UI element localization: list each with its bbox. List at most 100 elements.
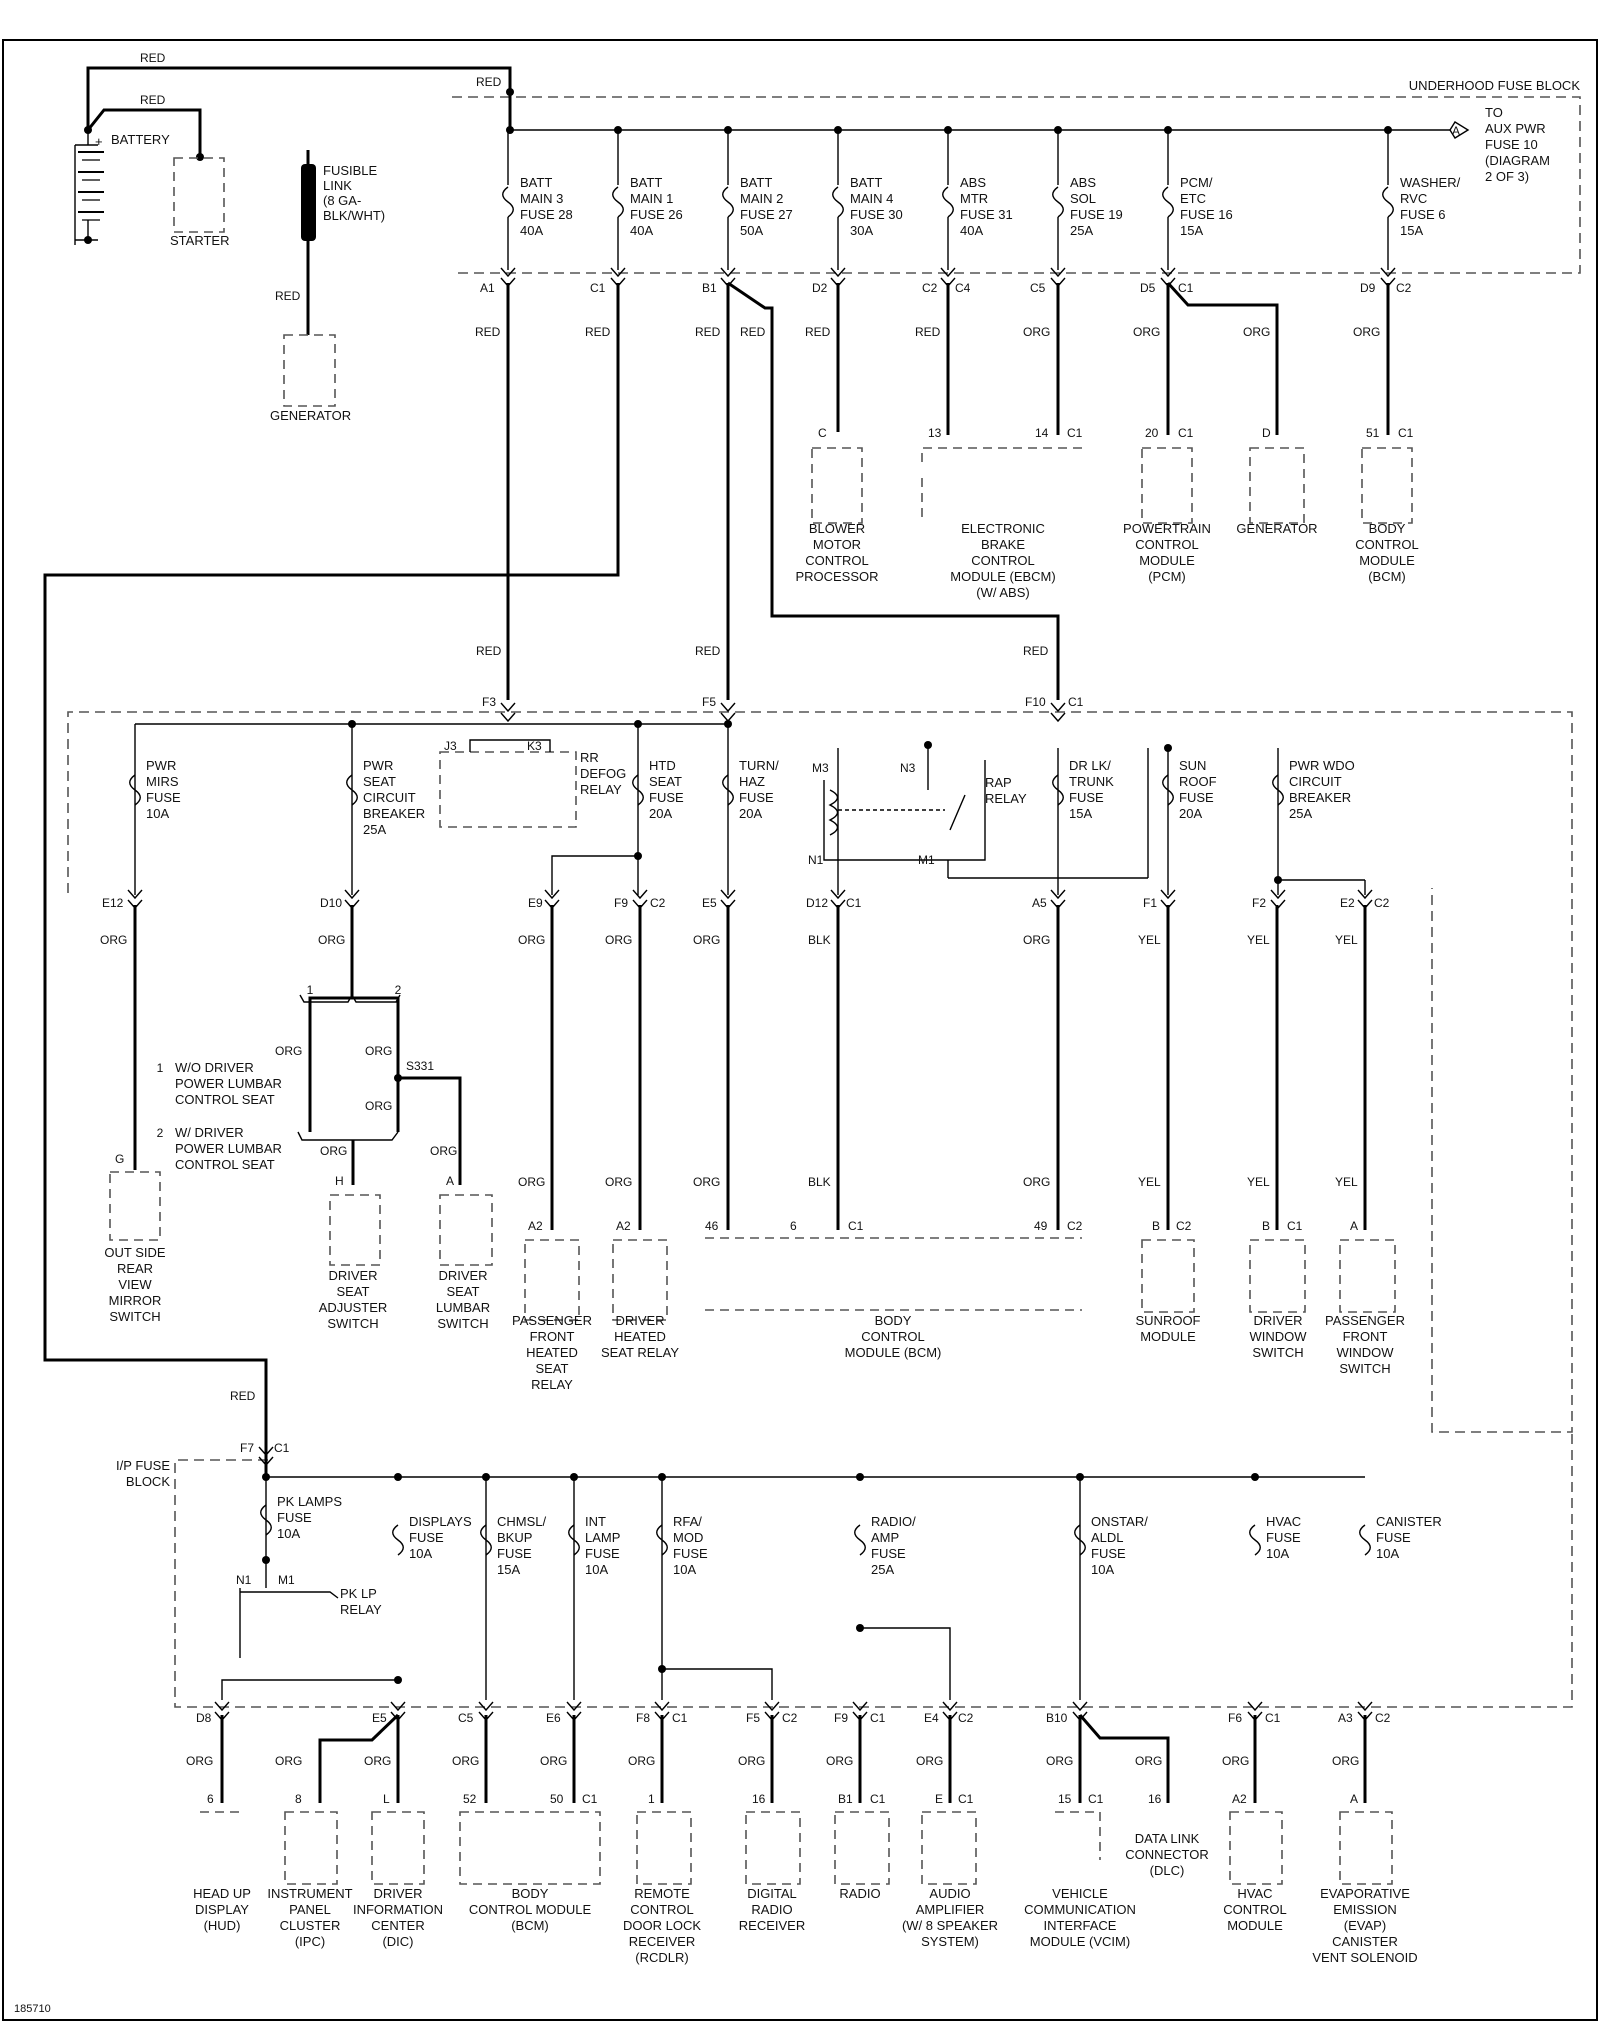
destination-pin-label: 6 [790,1219,797,1233]
ip-upper-component-label: HEATED [526,1345,578,1360]
connector-symbol [1050,702,1066,723]
ip-lower-component-label: RADIO [839,1886,880,1901]
underhood-fuse-label: BATT [630,175,662,190]
fuse-symbol [129,774,141,806]
fuse-symbol [260,1504,272,1536]
underhood-component-label: BODY [1369,521,1406,536]
ip-lower-fuse-label: 10A [1266,1546,1289,1561]
destination-pin-label: 8 [295,1792,302,1806]
ip-upper-component-label: CONTROL [861,1329,925,1344]
ip-lower-component-label: SYSTEM) [921,1934,979,1949]
ip-lower-component-label: (W/ 8 SPEAKER [902,1918,998,1933]
destination-pin-label: C1 [1398,426,1414,440]
ip-lower-block [174,1432,1573,1708]
wire-color-label: YEL [1247,933,1270,947]
ip-upper-fuse-label: HAZ [739,774,765,789]
ip-lower-fuse-label: 15A [497,1562,520,1577]
wire-color-label: ORG [518,1175,545,1189]
destination-pin-label: 51 [1366,426,1380,440]
wire-color-label: RED [140,51,166,65]
radio-box [834,1811,890,1885]
underhood-fuse-label: FUSE 19 [1070,207,1123,222]
ip-upper-fuse-label: FUSE [649,790,684,805]
fusible-link [301,164,316,241]
ip-upper-component-label: SWITCH [1252,1345,1303,1360]
ip-upper-component-label: WINDOW [1249,1329,1307,1344]
wire-color-label: RED [140,93,166,107]
wire-c1-to-ip [43,283,620,1452]
wire-color-label: ORG [1046,1754,1073,1768]
ip-lower-fuse-label: RFA/ [673,1514,702,1529]
destination-pin-label: B1 [838,1792,853,1806]
ip-lower-component-label: CONTROL [630,1902,694,1917]
wire-color-label: ORG [628,1754,655,1768]
underhood-fuse-label: SOL [1070,191,1096,206]
wire-b10 [1078,1714,1170,1803]
underhood-fuse-label: FUSE 30 [850,207,903,222]
ip-lower-fuse-label: BKUP [497,1530,532,1545]
relay-pin-label: K3 [527,739,542,753]
to-aux-label: AUX PWR [1485,121,1546,136]
wire-color-label: YEL [1138,1175,1161,1189]
underhood-component-label: CONTROL [805,553,869,568]
connector-pin-label: F3 [482,695,496,709]
destination-pin-label: A2 [616,1219,631,1233]
ip-upper-component-label: SEAT [536,1361,569,1376]
ip-lower-fuse-label: 10A [409,1546,432,1561]
legend-variant-1: POWER LUMBAR [175,1076,282,1091]
underhood-fuse-label: 40A [630,223,653,238]
mirror-switch-box [109,1171,161,1241]
connector-pin-label: D12 [806,896,828,910]
fuse-symbol [1249,1524,1261,1556]
ip-lower-fuse-label: FUSE [497,1546,532,1561]
ip-upper-fuse-label: FUSE [1179,790,1214,805]
fuse-symbol [1052,774,1064,806]
connector-pin-label: C2 [958,1711,974,1725]
destination-pin-label: C1 [1178,426,1194,440]
fuse-symbol [480,1524,492,1556]
fuse-symbol [346,774,358,806]
ip-upper-fuse-label: 25A [1289,806,1312,821]
destination-pin-label: H [335,1174,344,1188]
connector-pin-label: C1 [1068,695,1084,709]
ip-lower-component-label: (DIC) [382,1934,413,1949]
underhood-fuse-label: 50A [740,223,763,238]
underhood-fuse-block-title: UNDERHOOD FUSE BLOCK [1409,78,1581,93]
vcim-box [1055,1811,1101,1860]
fuse-symbol [1359,1524,1371,1556]
ip-lower-component-label: CLUSTER [280,1918,341,1933]
ip-lower-component-label: VENT SOLENOID [1312,1950,1417,1965]
ip-upper-fuse-label: MIRS [146,774,179,789]
ip-lower-component-label: AMPLIFIER [916,1902,985,1917]
rr-defog-relay-label: DEFOG [580,766,626,781]
ip-lower-fuse-label: FUSE [277,1510,312,1525]
connector-pin-label: E6 [546,1711,561,1725]
wire-color-label: ORG [518,933,545,947]
underhood-fuse-label: MAIN 1 [630,191,673,206]
wire-color-label: ORG [1332,1754,1359,1768]
connector-pin-label: F9 [614,896,628,910]
wire-color-label: ORG [430,1144,457,1158]
destination-pin-label: G [115,1152,124,1166]
ip-lower-component-label: AUDIO [929,1886,970,1901]
adjuster-switch-box [329,1194,381,1266]
ip-upper-fuse-label: 20A [739,806,762,821]
driver-window-box [1249,1239,1306,1313]
starter-box [173,157,225,233]
underhood-component-label: (BCM) [1368,569,1406,584]
underhood-fuse-label: FUSE 16 [1180,207,1233,222]
underhood-component-label: CONTROL [1355,537,1419,552]
underhood-fuse-label: PCM/ [1180,175,1213,190]
ip-upper-fuse-label: SEAT [363,774,396,789]
underhood-fuse-label: MAIN 4 [850,191,893,206]
destination-pin-label: 20 [1145,426,1159,440]
ip-upper-block [67,711,1573,1433]
ip-upper-component-label: SWITCH [437,1316,488,1331]
ip-lower-fuse-label: ONSTAR/ [1091,1514,1148,1529]
ip-lower-fuse-label: 10A [277,1526,300,1541]
connector-pin-label: C5 [458,1711,474,1725]
destination-pin-label: D [1262,426,1271,440]
ip-lower-component-label: DOOR LOCK [623,1918,701,1933]
wire-color-label: RED [805,325,831,339]
connector-pin-label: F5 [746,1711,760,1725]
